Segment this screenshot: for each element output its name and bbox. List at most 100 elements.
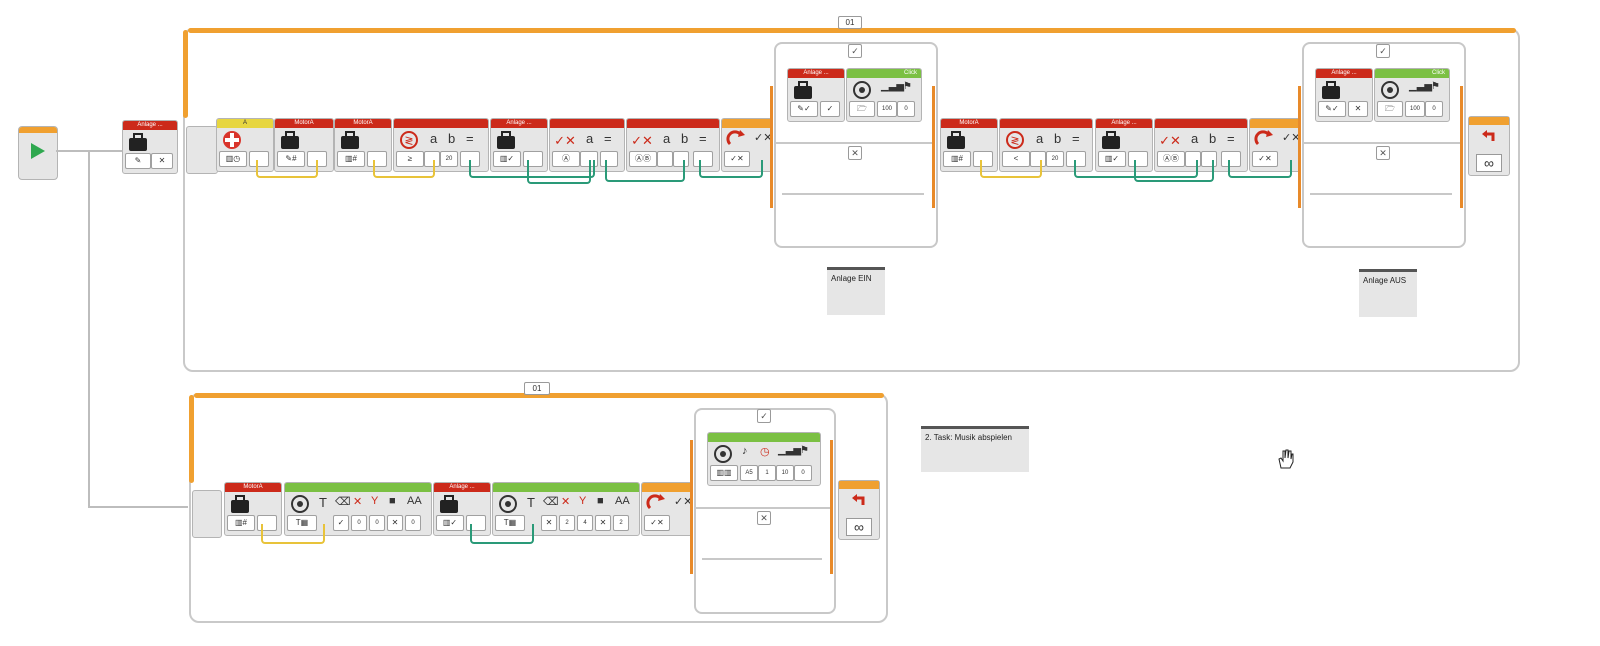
x-pin[interactable]: 0	[351, 515, 367, 531]
variable-name: Anlage ...	[788, 69, 844, 78]
logic-mode-pin[interactable]: Ⓐ	[552, 151, 580, 167]
volume-pin[interactable]: 10	[776, 465, 794, 481]
output-pin[interactable]: ✕	[151, 153, 173, 169]
font-pin[interactable]: 2	[613, 515, 629, 531]
play-type-pin[interactable]: 0	[1425, 101, 1443, 117]
mode-pin[interactable]: ✓✕	[1252, 151, 1278, 167]
result-pin[interactable]	[1221, 151, 1241, 167]
loop-end-block[interactable]: ∞	[1468, 116, 1510, 176]
y-pin[interactable]: 0	[369, 515, 385, 531]
result-pin[interactable]	[693, 151, 713, 167]
variable-read-block[interactable]: Anlage ... ▥✓	[433, 482, 491, 536]
variable-write-block[interactable]: Anlage ... ✎✓ ✕	[1315, 68, 1373, 122]
file-pin[interactable]: 🗁	[1377, 101, 1403, 117]
mode-pin[interactable]: T▦	[495, 515, 525, 531]
volume-pin[interactable]: 100	[1405, 101, 1425, 117]
color-pin[interactable]: ✕	[387, 515, 403, 531]
input-a-pin[interactable]	[1030, 151, 1046, 167]
play-type-pin[interactable]: 0	[897, 101, 915, 117]
switch-true-tab[interactable]: ✓	[757, 409, 771, 423]
compare-mode-pin[interactable]: ≥	[396, 151, 424, 167]
input-pin[interactable]: ✓	[820, 101, 840, 117]
motor-icon	[223, 131, 241, 149]
switch-condition-block[interactable]: ✓✕ ✓✕	[1249, 118, 1301, 172]
logic-mode-pin[interactable]: ⒶⒷ	[629, 151, 657, 167]
input-a-pin[interactable]	[657, 151, 673, 167]
switch-false-tab[interactable]: ✕	[757, 511, 771, 525]
mode-pin[interactable]: ▥▥	[710, 465, 738, 481]
variable-read-block[interactable]: MotorA ▥#	[940, 118, 998, 172]
duration-pin[interactable]: 1	[758, 465, 776, 481]
input-b-pin[interactable]	[673, 151, 689, 167]
variable-read-block[interactable]: Anlage ... ▥✓	[1095, 118, 1153, 172]
mode-pin[interactable]: ✓✕	[724, 151, 750, 167]
note-pin[interactable]: A5	[740, 465, 758, 481]
switch-false-tab[interactable]: ✕	[1376, 146, 1390, 160]
volume-pin[interactable]: 100	[877, 101, 897, 117]
sound-block[interactable]: Click ▁▃▅ ⚑ 🗁 100 0	[1374, 68, 1450, 122]
file-pin[interactable]: 🗁	[849, 101, 875, 117]
compare-mode-pin[interactable]: <	[1002, 151, 1030, 167]
loop-end-block[interactable]: ∞	[838, 480, 880, 540]
mode-pin[interactable]: ✎#	[277, 151, 305, 167]
comment-task-2[interactable]: 2. Task: Musik abspielen	[921, 426, 1029, 472]
result-pin[interactable]	[1066, 151, 1086, 167]
mode-pin[interactable]: ▥◷	[219, 151, 247, 167]
input-a-pin[interactable]	[424, 151, 440, 167]
mode-pin[interactable]: ▥#	[943, 151, 971, 167]
sound-block[interactable]: Click ▁▃▅ ⚑ 🗁 100 0	[846, 68, 922, 122]
variable-read-block[interactable]: MotorA ▥#	[224, 482, 282, 536]
font-pin[interactable]: 0	[405, 515, 421, 531]
play-type-pin[interactable]: 0	[794, 465, 812, 481]
display-text-block[interactable]: T ⌫ ✕ Y ■ AA T▦ ✓ 0 0 ✕ 0	[284, 482, 432, 536]
clear-pin[interactable]: ✕	[541, 515, 557, 531]
mode-pin[interactable]: ▥✓	[493, 151, 521, 167]
compare-block[interactable]: ≷ a b = ≥ 20	[393, 118, 489, 172]
start-block[interactable]	[18, 126, 58, 180]
variable-write-block[interactable]: Anlage ... ✎✓ ✓	[787, 68, 845, 122]
logic-mode-pin[interactable]: ⒶⒷ	[1157, 151, 1185, 167]
variable-read-block[interactable]: Anlage ... ✎ ✕	[122, 120, 178, 174]
comment-anlage-aus[interactable]: Anlage AUS	[1359, 269, 1417, 317]
switch-condition-block[interactable]: ✓✕ ✓✕	[721, 118, 773, 172]
comment-anlage-ein[interactable]: Anlage EIN	[827, 267, 885, 315]
mode-pin[interactable]: ✎	[125, 153, 151, 169]
color-pin[interactable]: ✕	[595, 515, 611, 531]
output-pin[interactable]	[1128, 151, 1148, 167]
variable-read-block[interactable]: Anlage ... ▥✓	[490, 118, 548, 172]
mode-pin[interactable]: ✎✓	[790, 101, 818, 117]
display-text-block[interactable]: T ⌫ ✕ Y ■ AA T▦ ✕ 2 4 ✕ 2	[492, 482, 640, 536]
mode-pin[interactable]: ▥✓	[1098, 151, 1126, 167]
input-b-pin[interactable]: 20	[440, 151, 458, 167]
mode-pin[interactable]: ▥#	[337, 151, 365, 167]
mode-pin[interactable]: ▥#	[227, 515, 255, 531]
logic-not-block[interactable]: ✓✕ a = Ⓐ	[549, 118, 625, 172]
sound-note-block[interactable]: ♪ ◷ ▁▃▅ ⚑ ▥▥ A5 1 10 0	[707, 432, 821, 486]
switch-true-tab[interactable]: ✓	[1376, 44, 1390, 58]
variable-read-block[interactable]: MotorA ▥#	[334, 118, 392, 172]
clear-pin[interactable]: ✓	[333, 515, 349, 531]
switch-condition-block[interactable]: ✓✕ ✓✕	[641, 482, 693, 536]
mode-pin[interactable]: ✎✓	[1318, 101, 1346, 117]
motor-sensor-block[interactable]: A ▥◷	[216, 118, 274, 172]
mode-pin[interactable]: ▥✓	[436, 515, 464, 531]
switch-false-tab[interactable]: ✕	[848, 146, 862, 160]
result-pin[interactable]	[600, 151, 618, 167]
mode-pin[interactable]: ✓✕	[644, 515, 670, 531]
switch-true-tab[interactable]: ✓	[848, 44, 862, 58]
input-pin[interactable]: ✕	[1348, 101, 1368, 117]
output-pin[interactable]	[367, 151, 387, 167]
logic-and-block[interactable]: ✓✕ a b = ⒶⒷ	[626, 118, 720, 172]
loop-count-infinite[interactable]: ∞	[1476, 154, 1502, 172]
loop-count-infinite[interactable]: ∞	[846, 518, 872, 536]
logic-and-block[interactable]: ✓✕ a b = ⒶⒷ	[1154, 118, 1248, 172]
loop-top-bar	[194, 393, 884, 398]
output-pin[interactable]	[973, 151, 993, 167]
x-pin[interactable]: 2	[559, 515, 575, 531]
output-pin[interactable]	[249, 151, 269, 167]
input-b-pin[interactable]: 20	[1046, 151, 1064, 167]
switch-divider	[776, 142, 932, 144]
variable-write-block[interactable]: MotorA ✎#	[274, 118, 334, 172]
mode-pin[interactable]: T▦	[287, 515, 317, 531]
y-pin[interactable]: 4	[577, 515, 593, 531]
